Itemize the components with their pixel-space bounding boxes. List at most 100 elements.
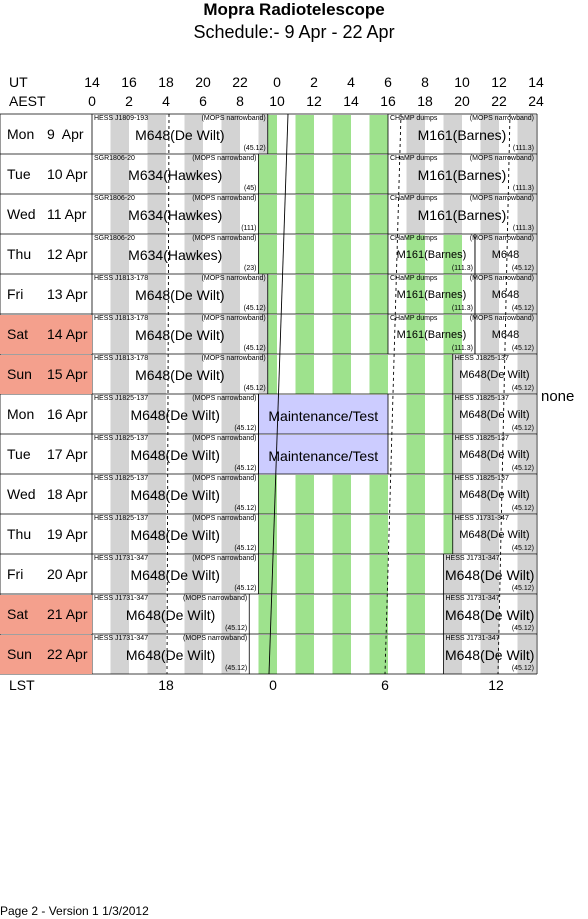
band-label: (MOPS narrowband) (183, 595, 248, 602)
green-stripe (443, 355, 453, 394)
grey-stripe (221, 275, 240, 314)
grey-stripe (147, 435, 166, 474)
project-code: (111.3) (512, 225, 534, 232)
day-date: 15 Apr (47, 366, 88, 382)
project-label: M648 (491, 329, 520, 341)
project-label: M648(De Wilt) (459, 449, 530, 461)
grey-stripe (221, 395, 240, 434)
grey-stripe (110, 315, 129, 354)
grey-stripe (147, 555, 166, 594)
green-stripe (295, 315, 314, 354)
band-label: (MOPS narrowband) (201, 315, 266, 322)
lst-tick-label: 6 (381, 677, 389, 693)
source-name: CHaMP dumps (390, 195, 438, 202)
source-name: HESS J1731-347 (94, 555, 149, 562)
green-stripe (369, 115, 388, 154)
green-stripe (406, 315, 425, 354)
green-stripe (369, 635, 388, 674)
maintenance-label: Maintenance/Test (268, 448, 379, 464)
band-label: (MOPS narrowband) (201, 355, 266, 362)
day-name: Sun (7, 646, 32, 662)
green-stripe (332, 235, 351, 274)
grey-stripe (110, 395, 129, 434)
lst-marker-line (268, 113, 289, 675)
band-label: (MOPS narrowband) (192, 395, 257, 402)
project-label: M161(Barnes) (417, 207, 507, 223)
grey-stripe (184, 435, 203, 474)
aest-tick-label: 10 (269, 93, 285, 109)
grey-stripe (480, 195, 499, 234)
source-name: CHaMP dumps (390, 275, 438, 282)
aest-tick-label: 18 (417, 93, 433, 109)
green-stripe (295, 195, 314, 234)
project-code: (45.12) (234, 505, 257, 512)
day-date: 17 Apr (47, 446, 88, 462)
day-name: Wed (7, 486, 36, 502)
band-label: (MOPS narrowband) (192, 435, 257, 442)
day-name: Tue (7, 166, 31, 182)
green-stripe (258, 475, 277, 514)
project-code: (45.12) (234, 585, 257, 592)
green-stripe (295, 155, 314, 194)
source-name: HESS J1825-137 (94, 395, 149, 402)
grey-stripe (147, 475, 166, 514)
project-code: (45.12) (225, 625, 248, 632)
grey-stripe (452, 475, 462, 514)
grey-stripe (517, 115, 536, 154)
grey-stripe (480, 115, 499, 154)
project-label: M648(De Wilt) (125, 647, 216, 663)
grey-stripe (517, 515, 536, 554)
green-stripe (406, 435, 425, 474)
band-label: (MOPS narrowband) (469, 155, 534, 162)
day-date: 22 Apr (47, 646, 88, 662)
project-code: (45.12) (234, 465, 257, 472)
source-name: HESS J1731-347 (445, 595, 500, 602)
source-name: HESS J1731-347 (445, 555, 500, 562)
green-stripe (332, 195, 351, 234)
grey-stripe (221, 555, 240, 594)
source-name: CHaMP dumps (390, 315, 438, 322)
grey-stripe (517, 315, 536, 354)
ut-tick-label: 16 (121, 74, 137, 90)
project-label: M648 (491, 249, 520, 261)
project-label: M161(Barnes) (417, 167, 507, 183)
aest-tick-label: 16 (380, 93, 396, 109)
grey-stripe (147, 275, 166, 314)
green-stripe (295, 475, 314, 514)
project-code: (111.3) (451, 345, 473, 352)
grey-stripe (110, 235, 129, 274)
project-label: M648(De Wilt) (130, 407, 220, 423)
green-stripe (406, 275, 425, 314)
grey-stripe (406, 115, 425, 154)
green-stripe (295, 555, 314, 594)
green-stripe (406, 555, 425, 594)
green-stripe (406, 235, 425, 274)
green-stripe (258, 595, 277, 634)
ut-tick-label: 6 (384, 74, 392, 90)
green-stripe (369, 155, 388, 194)
grey-stripe (184, 115, 203, 154)
green-stripe (443, 435, 453, 474)
green-stripe (406, 635, 425, 674)
project-code: (45) (244, 185, 257, 192)
green-stripe (295, 275, 314, 314)
grey-stripe (184, 155, 203, 194)
grey-stripe (221, 635, 240, 674)
grey-stripe (517, 275, 536, 314)
green-stripe (332, 635, 351, 674)
day-label: Sun 22 Apr (0, 635, 92, 674)
grey-stripe (147, 155, 166, 194)
grey-stripe (184, 355, 203, 394)
project-code: (45.12) (234, 545, 257, 552)
day-name: Sun (7, 366, 32, 382)
aest-axis-label: AEST (9, 93, 46, 109)
green-stripe (332, 595, 351, 634)
green-stripe (406, 475, 425, 514)
day-name: Wed (7, 206, 36, 222)
grey-stripe (147, 515, 166, 554)
grey-stripe (184, 195, 203, 234)
green-stripe (258, 195, 277, 234)
